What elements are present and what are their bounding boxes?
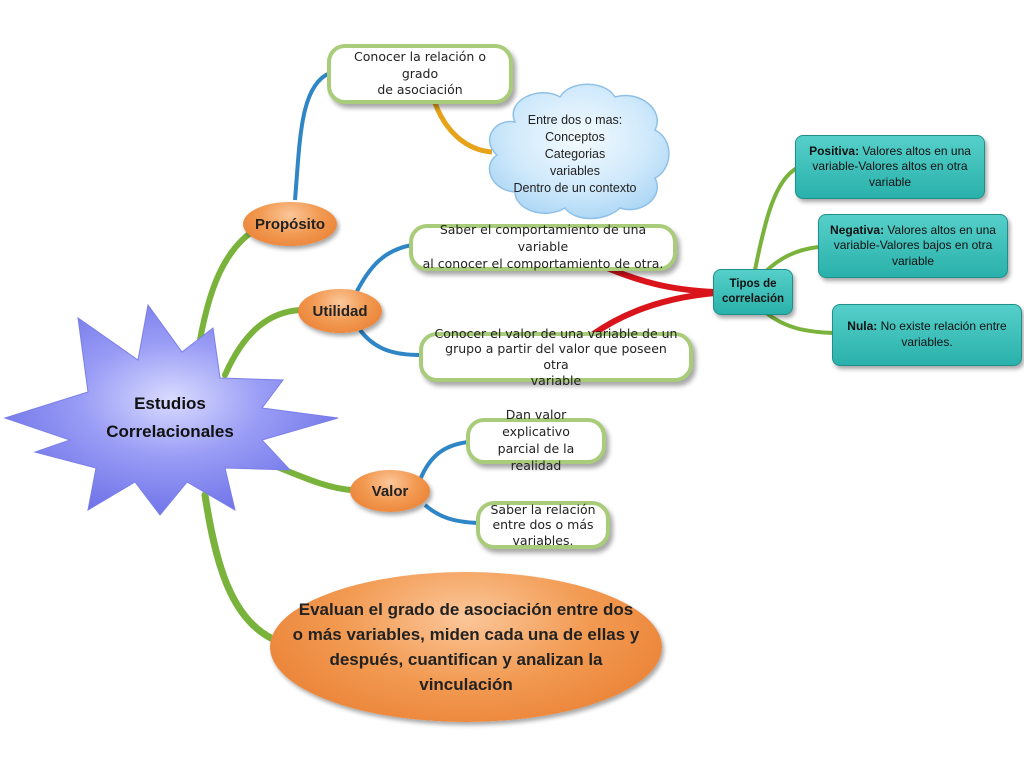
branch-proposito-label: Propósito: [255, 215, 325, 233]
branch-proposito: Propósito: [243, 202, 337, 246]
branch-descripcion: Evaluan el grado de asociación entre dos…: [270, 572, 662, 722]
negativa-line2: variable-Valores bajos en otra: [833, 238, 993, 253]
connector-proposito-box: [293, 71, 331, 201]
tipos-correlacion-node: Tipos de correlación: [713, 269, 793, 315]
negativa-line3: variable: [891, 253, 934, 268]
cloud-shape: [488, 83, 670, 220]
connector-to-descripcion: [201, 491, 279, 644]
negativa-line1: Valores altos en una: [884, 222, 996, 237]
valor-box-1: Dan valor explicativo parcial de la real…: [466, 407, 606, 473]
utilidad-box-2: Conocer el valor de una variable de un g…: [419, 326, 693, 388]
utilidad-box-2-line2: grupo a partir del valor que poseen otra: [445, 341, 667, 372]
tipo-nula: Nula: No existe relación entre variables…: [832, 304, 1022, 366]
valor-box-2-line1: Saber la relación: [490, 501, 596, 517]
utilidad-box-1-line1: Saber el comportamiento de una variable: [439, 222, 647, 255]
cloud-line: Conceptos: [545, 130, 605, 144]
descripcion-line: vinculación: [419, 675, 513, 694]
positiva-term: Positiva:: [809, 143, 860, 158]
branch-utilidad: Utilidad: [298, 289, 382, 333]
utilidad-box-1: Saber el comportamiento de una variable …: [409, 222, 677, 271]
connector-utilidad-box1: [353, 243, 413, 296]
valor-box-2-line3: variables.: [512, 532, 574, 548]
cloud-line: Categorias: [544, 147, 606, 161]
tipo-positiva: Positiva: Valores altos en una variable-…: [795, 135, 985, 199]
connector-tipos-nula: [763, 310, 835, 335]
nula-line1: No existe relación entre: [877, 319, 1007, 334]
positiva-line3: variable: [868, 174, 912, 189]
utilidad-box-1-line2: al conocer el comportamiento de otra.: [422, 255, 664, 271]
valor-box-1-line1: Dan valor explicativo: [502, 407, 570, 440]
nula-term: Nula:: [847, 319, 878, 334]
branch-utilidad-label: Utilidad: [312, 302, 368, 320]
valor-box-2-line2: entre dos o más: [492, 517, 594, 533]
branch-valor: Valor: [350, 470, 430, 512]
central-topic: Estudios Correlacionales: [70, 390, 270, 446]
utilidad-box-2-line1: Conocer el valor de una variable de un: [434, 325, 678, 341]
utilidad-box-2-line3: variable: [530, 372, 582, 388]
branch-valor-label: Valor: [371, 482, 409, 500]
proposito-box: Conocer la relación o grado de asociació…: [327, 44, 513, 104]
connector-utilidad-box2: [358, 328, 421, 357]
connector-to-utilidad: [222, 307, 303, 378]
tipo-negativa: Negativa: Valores altos en una variable-…: [818, 214, 1008, 278]
connector-box-to-cloud: [432, 102, 493, 155]
tipos-line2: correlación: [722, 293, 784, 305]
central-topic-line2: Correlacionales: [106, 422, 234, 441]
connector-valor-box2: [423, 503, 479, 525]
descripcion-line: después, cuantifican y analizan la: [329, 650, 603, 669]
tipos-line1: Tipos de: [729, 278, 777, 291]
cloud-line: variables: [549, 164, 601, 178]
cloud-note: Entre dos o mas: Conceptos Categorias va…: [500, 112, 650, 197]
central-star-shape: [3, 303, 339, 516]
nula-line2: variables.: [901, 335, 953, 349]
descripcion-line: Evaluan el grado de asociación entre dos: [298, 600, 634, 619]
connector-valor-box1: [418, 440, 469, 481]
descripcion-line: o más variables, miden cada una de ellas…: [292, 625, 640, 644]
positiva-line1: Valores altos en una: [859, 143, 971, 158]
cloud-line: Entre dos o mas:: [527, 113, 623, 127]
valor-box-2: Saber la relación entre dos o más variab…: [476, 501, 610, 549]
connector-tipos-positiva: [753, 166, 799, 271]
negativa-term: Negativa:: [830, 222, 885, 237]
connector-box2-to-tipos: [590, 290, 716, 338]
valor-box-1-line2: parcial de la realidad: [497, 441, 575, 473]
proposito-box-line1: Conocer la relación o grado: [354, 48, 486, 81]
central-topic-line1: Estudios: [134, 394, 206, 413]
proposito-box-line2: de asociación: [377, 82, 463, 98]
connector-tipos-negativa: [763, 245, 819, 274]
cloud-line: Dentro de un contexto: [513, 181, 637, 195]
positiva-line2: variable-Valores altos en otra: [812, 159, 968, 174]
